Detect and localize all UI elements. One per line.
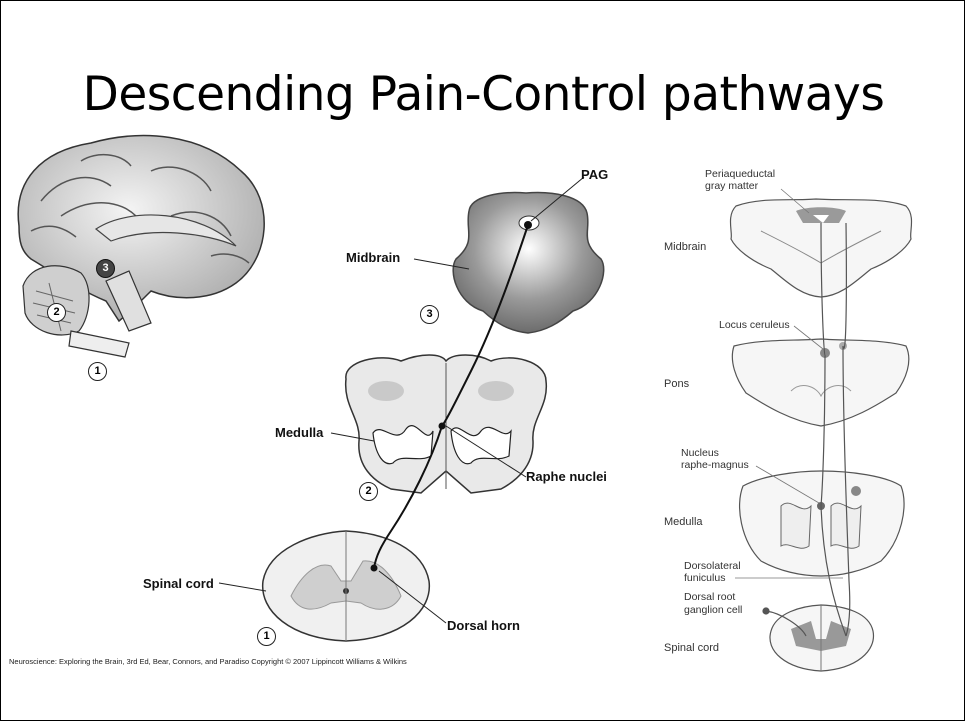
label-ganglion-cell: ganglion cell [684, 604, 742, 616]
label-pag: PAG [581, 167, 608, 182]
label-funiculus: funiculus [684, 572, 725, 584]
label-gray-matter: gray matter [705, 180, 758, 192]
label-dorsolateral: Dorsolateral [684, 560, 741, 572]
label-dorsal-root: Dorsal root [684, 591, 735, 603]
label-spinal-cord: Spinal cord [143, 576, 214, 591]
label-medulla: Medulla [275, 425, 323, 440]
label-midbrain: Midbrain [346, 250, 400, 265]
copyright-credit: Neuroscience: Exploring the Brain, 3rd E… [9, 657, 407, 666]
middle-marker-2: 2 [359, 482, 378, 501]
spinal-cord-section [263, 531, 430, 641]
middle-marker-3: 3 [420, 305, 439, 324]
label-locus-ceruleus: Locus ceruleus [719, 319, 790, 331]
right-pons-schematic [732, 339, 908, 426]
brain-sagittal-illustration [18, 136, 264, 357]
brain-marker-3: 3 [96, 259, 115, 278]
brain-marker-1: 1 [88, 362, 107, 381]
midbrain-section [453, 193, 604, 333]
brain-marker-2: 2 [47, 303, 66, 322]
label-right-medulla: Medulla [664, 516, 703, 528]
label-dorsal-horn: Dorsal horn [447, 618, 520, 633]
label-pons: Pons [664, 378, 689, 390]
label-right-midbrain: Midbrain [664, 241, 706, 253]
label-nucleus: Nucleus [681, 447, 719, 459]
label-right-spinal-cord: Spinal cord [664, 642, 719, 654]
middle-marker-1: 1 [257, 627, 276, 646]
medulla-section [346, 355, 547, 493]
label-raphe-magnus: raphe-magnus [681, 459, 749, 471]
label-periaqueductal: Periaqueductal [705, 168, 775, 180]
right-spinal-cord-schematic [770, 605, 874, 671]
label-raphe-nuclei: Raphe nuclei [526, 469, 607, 484]
